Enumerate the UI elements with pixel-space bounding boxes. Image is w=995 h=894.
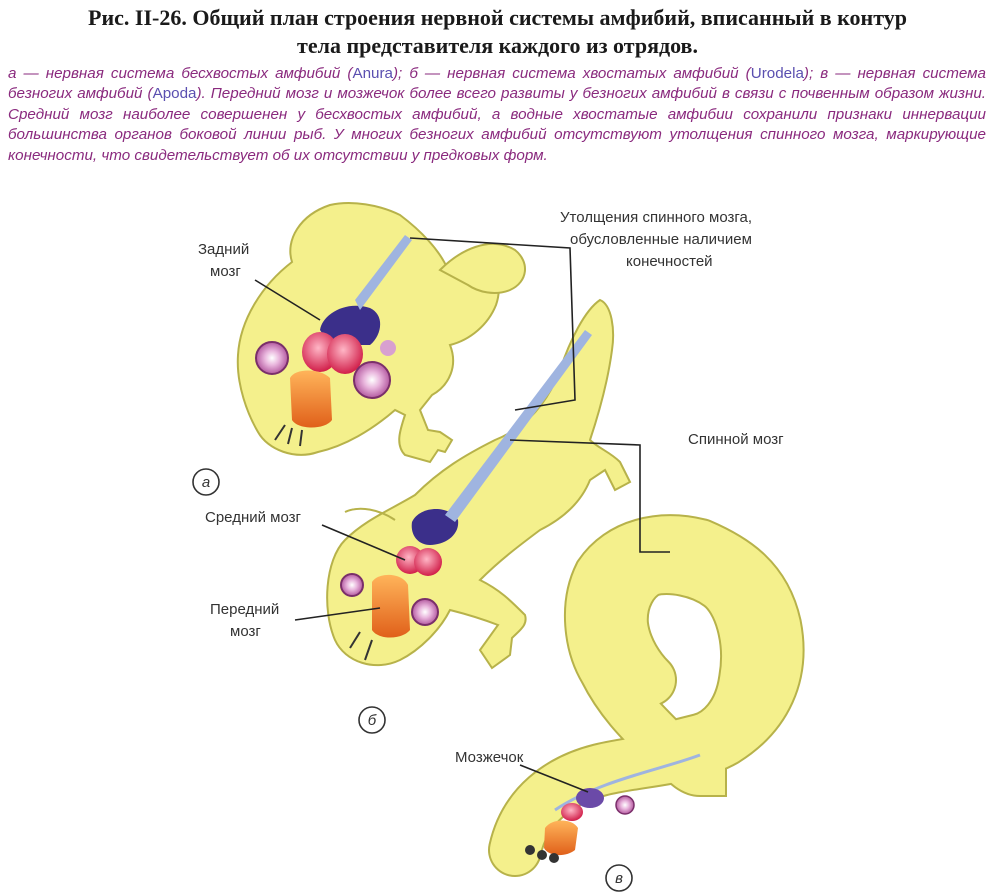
caecilian-body (488, 514, 805, 877)
svg-text:б: б (368, 712, 377, 729)
salamander-eye-left (340, 573, 364, 597)
caption-urodela: Urodela (750, 65, 804, 82)
label-midbrain: Средний мозг (205, 509, 302, 526)
salamander-spinal-cord (445, 330, 592, 522)
frog-brain (255, 235, 412, 447)
salamander-brain (340, 330, 592, 661)
salamander-eye-right (411, 598, 439, 626)
title-line-1: Рис. II-26. Общий план строения нервной … (88, 5, 907, 30)
label-hindbrain-line-2: мозг (210, 263, 241, 280)
svg-text:в: в (615, 870, 623, 887)
caption-part-4: ). Передний мозг и мозжечок более всего … (8, 85, 987, 164)
caption-part-3: ); в — нервная система безногих амфибий … (8, 65, 987, 103)
frog-eye-left (255, 341, 289, 375)
caption-apoda: Apoda (152, 85, 197, 103)
label-forebrain-line-2: мозг (230, 623, 261, 640)
frog-forebrain (290, 370, 332, 428)
label-spinal-cord: Спинной мозг (688, 431, 784, 448)
frog-eye-right (353, 361, 391, 399)
label-cerebellum: Мозжечок (455, 749, 524, 766)
salamander-midbrain-right (414, 548, 442, 576)
figure-caption: а — нервная система бесхвостых амфибий (… (8, 64, 986, 166)
frog-hindbrain (320, 305, 381, 345)
label-hindbrain-line-1: Задний (198, 241, 249, 258)
frog-spinal-cord (355, 235, 412, 310)
leader-lines (254, 237, 670, 793)
salamander-forebrain (372, 574, 410, 638)
caption-anura: Anura (352, 65, 393, 82)
caption-part-2: ); б — нервная система хвостатых амфибий… (393, 65, 751, 82)
caecilian-cerebellum (576, 788, 604, 808)
caecilian-forebrain (544, 820, 578, 856)
title-line-2: тела представителя каждого из отрядов. (297, 33, 698, 58)
label-forebrain-line-1: Передний (210, 601, 279, 618)
marker-b: б (358, 706, 386, 734)
marker-c: в (605, 864, 633, 892)
caecilian-midbrain (561, 803, 583, 821)
marker-a: а (192, 468, 220, 496)
caecilian-brain (525, 788, 635, 863)
frog-midbrain-right (327, 334, 363, 374)
figure-title: Рис. II-26. Общий план строения нервной … (0, 4, 995, 60)
caption-part-1: а — нервная система бесхвостых амфибий ( (8, 65, 353, 82)
label-thickening-line-3: конечностей (626, 253, 713, 270)
label-thickening-line-2: обусловленные наличием (570, 231, 752, 248)
salamander-hindbrain (411, 508, 459, 545)
label-thickening-line-1: Утолщения спинного мозга, (560, 209, 752, 226)
svg-text:а: а (202, 474, 210, 491)
